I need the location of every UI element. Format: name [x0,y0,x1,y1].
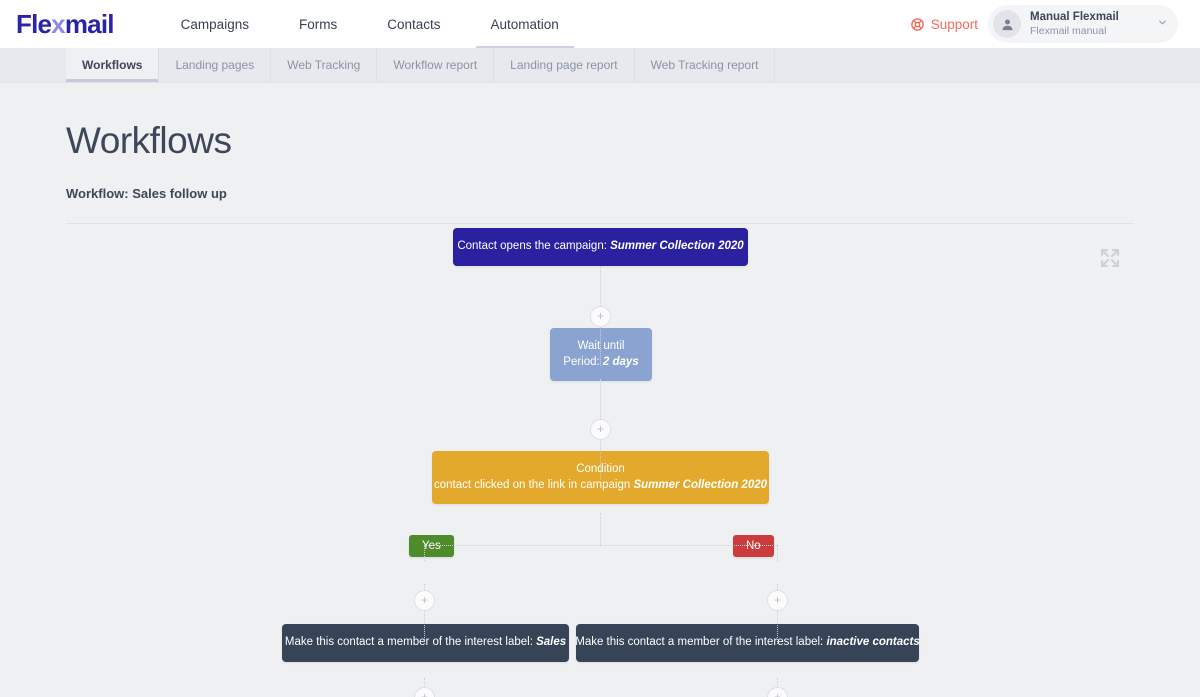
main-navigation: Campaigns Forms Contacts Automation [156,0,584,48]
subtab-workflow-report[interactable]: Workflow report [377,48,495,82]
top-header: Flexmail Campaigns Forms Contacts Automa… [0,0,1200,48]
action-yes-emphasis: Sales [536,636,567,649]
wait-period-text: Period: [563,356,603,369]
fullscreen-expand-icon[interactable] [1098,246,1122,270]
chevron-down-icon[interactable] [1157,15,1168,33]
nav-label-campaigns: Campaigns [180,16,249,32]
condition-emphasis: Summer Collection 2020 [633,479,768,492]
logo-text-part1: Fle [16,9,52,39]
connector-branch-no-down [777,544,778,561]
add-step-button-after-action-no[interactable]: + [767,686,788,697]
add-step-button-after-action-yes[interactable]: + [414,686,435,697]
logo-text-part2: mail [64,9,115,39]
workflow-name-label: Workflow: Sales follow up [66,185,227,201]
workflow-node-action-no[interactable]: Make this contact a member of the intere… [575,623,920,662]
workflow-canvas: Contact opens the campaign: Summer Colle… [66,224,1134,697]
subtab-label-landing-page-report: Landing page report [510,58,618,72]
add-step-button-after-trigger[interactable]: plus-icon+ [590,305,611,327]
page-content: Workflows Workflow: Sales follow up [0,83,1200,697]
support-label: Support [930,16,978,32]
workflow-node-wait[interactable]: Wait until Period: 2 days [550,327,652,381]
nav-item-automation[interactable]: Automation [465,0,584,48]
sub-navigation: Workflows Landing pages Web Tracking Wor… [0,48,1200,83]
trigger-node-text: Contact opens the campaign: Summer Colle… [457,238,743,255]
nav-label-automation: Automation [490,16,559,32]
workflow-node-trigger[interactable]: Contact opens the campaign: Summer Colle… [453,227,748,266]
nav-item-contacts[interactable]: Contacts [362,0,465,48]
action-no-emphasis: inactive contacts [826,636,920,649]
condition-node-line2: contact clicked on the link in campaign … [434,477,767,494]
nav-item-campaigns[interactable]: Campaigns [156,0,274,48]
action-yes-text: Make this contact a member of the intere… [284,636,537,649]
page-title: Workflows [66,120,232,161]
header-right-group: Support Manual Flexmail Flexmail manual [910,5,1184,43]
subtab-label-workflow-report: Workflow report [393,58,478,72]
subtab-label-workflows: Workflows [82,58,143,72]
subtab-label-landing-pages: Landing pages [175,58,255,72]
flexmail-logo[interactable]: Flexmail [16,11,114,37]
trigger-text: Contact opens the campaign: [457,240,611,253]
user-subtitle: Flexmail manual [1030,24,1107,37]
workflow-node-action-yes[interactable]: Make this contact a member of the intere… [282,623,569,662]
add-step-button-no-branch[interactable]: + [767,589,788,611]
subtab-label-web-tracking: Web Tracking [287,58,361,72]
lifebuoy-icon [910,17,925,32]
wait-node-line1: Wait until [577,339,625,352]
trigger-emphasis: Summer Collection 2020 [610,240,744,253]
avatar [993,10,1021,38]
header-divider [66,222,1134,224]
connector-branch-horizontal [424,544,777,546]
subtab-label-web-tracking-report: Web Tracking report [650,58,759,72]
user-name: Manual Flexmail [1030,11,1119,24]
subtab-landing-page-report[interactable]: Landing page report [494,48,635,82]
user-text-group: Manual Flexmail Flexmail manual [1030,10,1148,38]
action-no-text: Make this contact a member of the intere… [575,636,827,649]
subtab-landing-pages[interactable]: Landing pages [159,48,272,82]
nav-item-forms[interactable]: Forms [274,0,362,48]
logo-text-x: x [51,9,65,39]
user-menu[interactable]: Manual Flexmail Flexmail manual [988,5,1178,43]
support-button[interactable]: Support [910,17,978,32]
nav-label-contacts: Contacts [387,16,441,32]
branch-badge-no[interactable]: No [733,534,774,557]
branch-label-no: No [746,539,761,552]
wait-period-emphasis: 2 days [602,356,639,369]
branch-label-yes: Yes [422,539,441,552]
wait-node-line2: Period: 2 days [563,354,638,371]
subtab-web-tracking[interactable]: Web Tracking [271,48,378,82]
connector-yes-plus-to-action [424,601,425,644]
action-no-node-text: Make this contact a member of the intere… [575,634,920,651]
connector-no-plus-to-action [777,601,778,644]
condition-text: contact clicked on the link in campaign [433,479,634,492]
add-step-button-after-wait[interactable]: + [590,418,611,440]
branch-badge-yes[interactable]: Yes [409,534,454,557]
add-step-button-yes-branch[interactable]: + [414,589,435,611]
action-yes-node-text: Make this contact a member of the intere… [285,634,566,651]
nav-label-forms: Forms [298,16,338,32]
subtab-workflows[interactable]: Workflows [66,48,160,82]
connector-branch-yes-down [424,544,425,561]
connector-condition-to-branch [600,512,601,545]
subtab-web-tracking-report[interactable]: Web Tracking report [635,48,776,82]
